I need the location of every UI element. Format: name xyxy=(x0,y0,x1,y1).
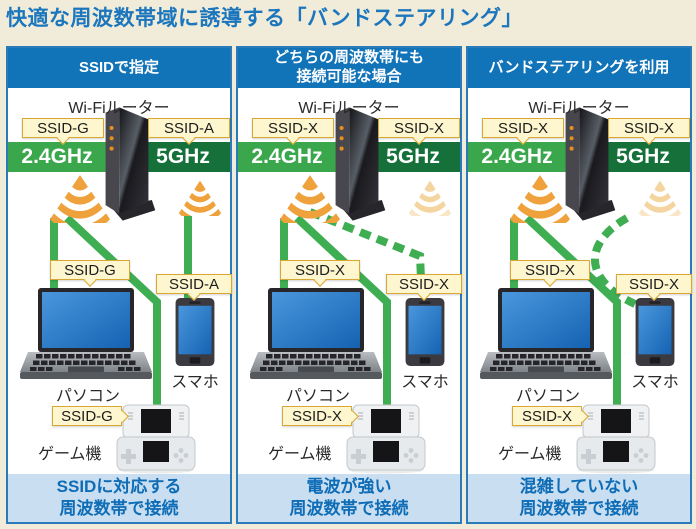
smartphone-icon xyxy=(405,298,445,366)
wifi-signal-2-4ghz-icon xyxy=(496,173,584,223)
pc-ssid-label: SSID-G xyxy=(50,260,130,280)
band-5ghz: 5GHz xyxy=(596,142,690,172)
wifi-signal-5ghz-weak-icon xyxy=(629,179,691,216)
wifi-router-icon xyxy=(552,104,622,224)
connection-lines xyxy=(510,214,637,414)
game-ssid-label: SSID-X xyxy=(512,406,582,426)
wifi-router-icon xyxy=(322,104,392,224)
wifi-router-label: Wi-Fiルーター xyxy=(528,100,630,117)
panel-header-line1: バンドステアリングを利用 xyxy=(488,58,670,76)
router-ssid-label-5ghz: SSID-X xyxy=(378,118,460,138)
caption-line2: 周波数帯で接続 xyxy=(519,499,639,518)
wifi-router-icon xyxy=(92,104,162,224)
laptop-icon xyxy=(480,288,612,380)
phone-ssid-label: SSID-X xyxy=(386,274,462,294)
phone-label: スマホ xyxy=(171,374,219,391)
wifi-router-label: Wi-Fiルーター xyxy=(68,100,170,117)
router-ssid-label-2-4ghz: SSID-X xyxy=(252,118,334,138)
caption-line2: 周波数帯で接続 xyxy=(59,499,179,518)
band-2-4ghz: 2.4GHz xyxy=(238,142,336,172)
pc-ssid-label: SSID-X xyxy=(510,260,590,280)
band-2-4ghz: 2.4GHz xyxy=(8,142,106,172)
smartphone-icon xyxy=(175,298,215,366)
caption-line1: 混雑していない xyxy=(519,476,639,496)
phone-label: スマホ xyxy=(631,374,679,391)
band-2-4ghz: 2.4GHz xyxy=(468,142,566,172)
game-console-icon xyxy=(346,404,426,474)
router-ssid-label-2-4ghz: SSID-X xyxy=(482,118,564,138)
wifi-signal-2-4ghz-icon xyxy=(266,173,354,223)
panel-caption: SSIDに対応する 周波数帯で接続 xyxy=(8,474,230,522)
page-title: 快適な周波数帯域に誘導する「バンドステアリング」 xyxy=(6,7,524,30)
pc-ssid-label: SSID-X xyxy=(280,260,360,280)
pc-label: パソコン xyxy=(55,388,120,405)
panel-caption: 電波が強い 周波数帯で接続 xyxy=(238,474,460,522)
phone-label: スマホ xyxy=(401,374,449,391)
panel-header: SSIDで指定 xyxy=(8,48,230,88)
panel-ssid-specified: SSIDで指定 Wi-Fiルーター 2.4GHz 5GHz xyxy=(6,46,232,524)
panel-header-line2: 接続可能な場合 xyxy=(296,68,402,85)
band-5ghz: 5GHz xyxy=(366,142,460,172)
pc-label: パソコン xyxy=(285,388,350,405)
wifi-router-label: Wi-Fiルーター xyxy=(298,100,400,117)
game-console-icon xyxy=(576,404,656,474)
panel-header-line1: SSIDで指定 xyxy=(78,58,159,76)
wifi-signal-5ghz-weak-icon xyxy=(399,179,461,216)
caption-line1: 電波が強い xyxy=(306,476,392,496)
laptop-icon xyxy=(250,288,382,380)
router-ssid-label-5ghz: SSID-A xyxy=(148,118,230,138)
phone-ssid-label: SSID-X xyxy=(616,274,692,294)
wifi-signal-5ghz-icon xyxy=(169,179,231,216)
game-label: ゲーム機 xyxy=(268,446,332,463)
game-console-icon xyxy=(116,404,196,474)
caption-line2: 周波数帯で接続 xyxy=(289,499,409,518)
panel-header: どちらの周波数帯にも 接続可能な場合 xyxy=(238,48,460,88)
router-ssid-label-2-4ghz: SSID-G xyxy=(22,118,104,138)
panel-header: バンドステアリングを利用 xyxy=(468,48,690,88)
game-ssid-label: SSID-G xyxy=(52,406,122,426)
panel-header-line1: どちらの周波数帯にも xyxy=(273,49,424,67)
phone-ssid-label: SSID-A xyxy=(156,274,232,294)
game-label: ゲーム機 xyxy=(38,446,102,463)
panel-band-steering: バンドステアリングを利用 Wi-Fiルーター 2.4GHz 5GHz xyxy=(466,46,692,524)
band-5ghz: 5GHz xyxy=(136,142,230,172)
game-ssid-label: SSID-X xyxy=(282,406,352,426)
panel-either-band: どちらの周波数帯にも 接続可能な場合 Wi-Fiルーター 2.4GHz 5GHz xyxy=(236,46,462,524)
caption-line1: SSIDに対応する xyxy=(56,476,182,496)
laptop-icon xyxy=(20,288,152,380)
game-label: ゲーム機 xyxy=(498,446,562,463)
smartphone-icon xyxy=(635,298,675,366)
panel-caption: 混雑していない 周波数帯で接続 xyxy=(468,474,690,522)
wifi-signal-2-4ghz-icon xyxy=(36,173,124,223)
pc-label: パソコン xyxy=(515,388,580,405)
router-ssid-label-5ghz: SSID-X xyxy=(608,118,690,138)
